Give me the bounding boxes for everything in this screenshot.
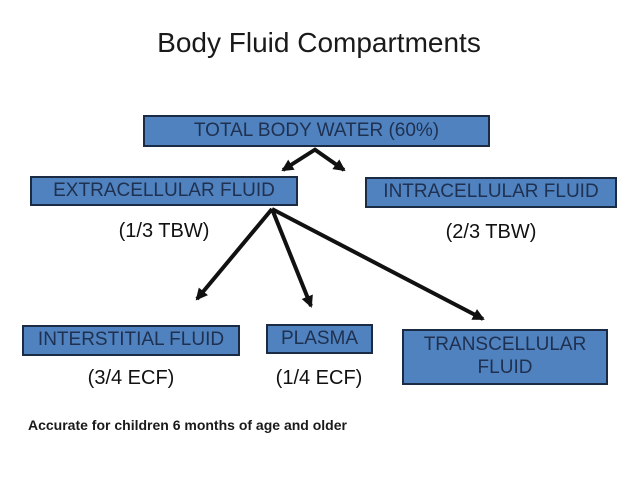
node-transcellular-fluid-label: TRANSCELLULAR FLUID <box>423 334 587 378</box>
sublabel-plasma-fraction: (1/4 ECF) <box>275 367 363 389</box>
node-plasma-label: PLASMA <box>280 327 359 349</box>
arrow-ecf-to-plasma <box>270 208 313 308</box>
node-intracellular-fluid-label: INTRACELLULAR FLUID <box>383 181 599 203</box>
node-plasma: PLASMA <box>266 324 373 354</box>
arrow-tbw-to-ecf <box>281 147 318 172</box>
node-interstitial-fluid-label: INTERSTITIAL FLUID <box>37 329 225 351</box>
node-extracellular-fluid: EXTRACELLULAR FLUID <box>30 176 298 206</box>
footnote: Accurate for children 6 months of age an… <box>28 417 347 433</box>
node-total-body-water-label: TOTAL BODY WATER (60%) <box>193 119 440 141</box>
node-transcellular-fluid: TRANSCELLULAR FLUID <box>402 329 608 385</box>
sublabel-interstitial-fraction: (3/4 ECF) <box>87 367 175 389</box>
node-intracellular-fluid: INTRACELLULAR FLUID <box>365 177 617 208</box>
sublabel-intracellular-fraction: (2/3 TBW) <box>445 221 537 243</box>
arrow-tbw-to-icf <box>312 147 346 172</box>
node-extracellular-fluid-label: EXTRACELLULAR FLUID <box>53 179 275 201</box>
slide-title: Body Fluid Compartments <box>157 27 481 58</box>
sublabel-extracellular-fraction: (1/3 TBW) <box>118 220 210 242</box>
node-total-body-water: TOTAL BODY WATER (60%) <box>143 115 490 147</box>
node-interstitial-fluid: INTERSTITIAL FLUID <box>22 325 240 356</box>
